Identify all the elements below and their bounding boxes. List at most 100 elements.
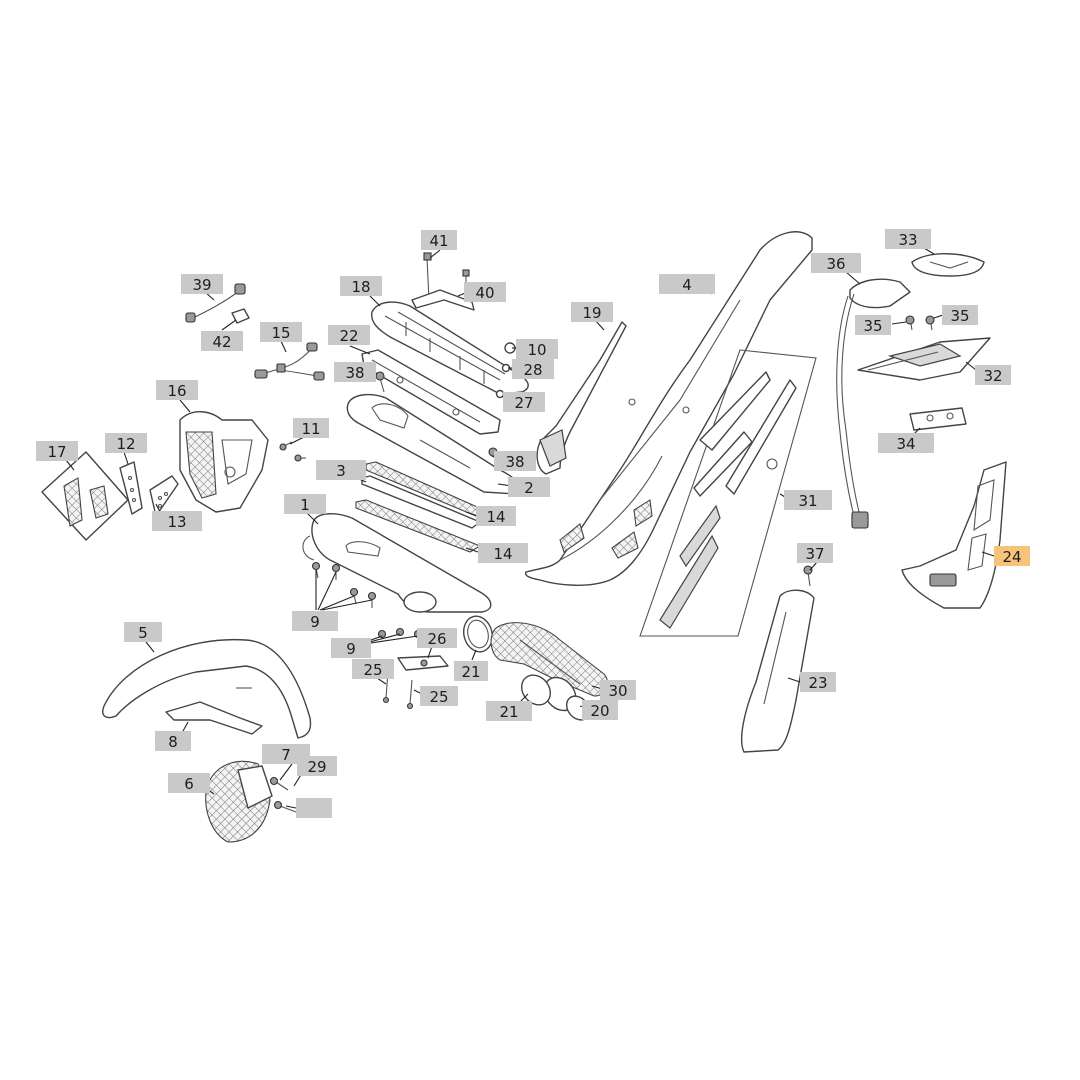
tag-label: 4 xyxy=(682,276,692,294)
part-24-rear-guard xyxy=(901,461,1007,609)
tag-background xyxy=(156,380,198,400)
tag-background xyxy=(476,506,516,526)
tag-label: 38 xyxy=(345,364,364,382)
tag-label: 5 xyxy=(138,624,148,642)
tag-label: 11 xyxy=(301,420,320,438)
tag-label: 34 xyxy=(896,435,915,453)
part-number-tag: 17 xyxy=(36,441,78,461)
tag-background xyxy=(797,543,833,563)
tag-label: 14 xyxy=(493,545,512,563)
tag-label: 21 xyxy=(461,663,480,681)
tag-label: 2 xyxy=(524,479,534,497)
tag-background xyxy=(975,365,1011,385)
tag-label: 17 xyxy=(47,443,66,461)
part-16-headlight-mask xyxy=(179,411,269,513)
part-number-tag: 30 xyxy=(600,680,636,700)
tag-background xyxy=(942,305,978,325)
tag-label: 10 xyxy=(527,341,546,359)
tag-label: 40 xyxy=(475,284,494,302)
part-21-clamp-lower xyxy=(520,674,552,706)
part-number-tag: 31 xyxy=(784,490,832,510)
part-number-tag: 24 xyxy=(994,546,1030,566)
tag-background xyxy=(811,253,861,273)
part-12-side-plate xyxy=(119,461,143,515)
tag-label: 39 xyxy=(192,276,211,294)
part-number-tag: 22 xyxy=(328,325,370,345)
tag-background xyxy=(478,543,528,563)
tag-label: 41 xyxy=(429,232,448,250)
tag-label: 1 xyxy=(300,496,310,514)
tag-label: 42 xyxy=(212,333,231,351)
tag-label: 8 xyxy=(168,733,178,751)
part-21-clamp-upper xyxy=(462,615,494,653)
tag-label: 6 xyxy=(184,775,194,793)
part-number-tag: 9 xyxy=(331,638,371,658)
part-14-filter-mesh xyxy=(355,499,482,553)
tag-label: 35 xyxy=(863,317,882,335)
tag-background xyxy=(464,282,506,302)
tag-background xyxy=(516,339,558,359)
tag-background xyxy=(420,686,458,706)
tag-label: 38 xyxy=(505,453,524,471)
tag-background xyxy=(334,362,376,382)
tag-background xyxy=(168,773,210,793)
part-18-tray xyxy=(371,301,529,395)
part-number-tag: 3 xyxy=(316,460,366,480)
part-number-tag: 8 xyxy=(155,731,191,751)
tag-label: 13 xyxy=(167,513,186,531)
part-number-tag: 27 xyxy=(503,392,545,412)
part-number-tag: 14 xyxy=(478,543,528,563)
part-17-sticker-set xyxy=(41,451,129,541)
part-26-gasket xyxy=(397,655,449,671)
tag-background xyxy=(316,460,366,480)
tag-background xyxy=(508,477,550,497)
tag-background xyxy=(352,659,394,679)
part-33-cap xyxy=(911,253,985,277)
part-34-bracket xyxy=(909,407,967,431)
part-number-tag: 6 xyxy=(168,773,210,793)
tag-background xyxy=(181,274,223,294)
part-number-tag: 10 xyxy=(516,339,558,359)
part-6-disc-guard xyxy=(205,760,273,843)
tag-background xyxy=(600,680,636,700)
tag-background xyxy=(293,418,329,438)
tag-background xyxy=(284,494,326,514)
part-42-clip xyxy=(231,308,250,324)
tag-background xyxy=(340,276,382,296)
part-number-tag: 21 xyxy=(486,701,532,721)
tag-label: 9 xyxy=(310,613,320,631)
tag-background xyxy=(124,622,162,642)
part-5-front-fender xyxy=(102,638,312,739)
tag-label: 23 xyxy=(808,674,827,692)
tag-background xyxy=(582,700,618,720)
tag-label: 15 xyxy=(271,324,290,342)
part-4-side-panel xyxy=(524,231,813,586)
part-number-tag xyxy=(296,798,332,818)
tag-background xyxy=(784,490,832,510)
tag-background xyxy=(297,756,337,776)
part-8-fender-bracket xyxy=(165,701,263,735)
part-number-tag: 18 xyxy=(340,276,382,296)
tag-label: 20 xyxy=(590,702,609,720)
tag-label: 22 xyxy=(339,327,358,345)
part-number-tag: 29 xyxy=(297,756,337,776)
tag-label: 29 xyxy=(307,758,326,776)
part-number-tag: 42 xyxy=(201,331,243,351)
tag-background xyxy=(571,302,613,322)
part-25-studs xyxy=(382,671,414,710)
part-13-side-plate xyxy=(149,475,179,517)
part-number-tag: 35 xyxy=(942,305,978,325)
tag-background xyxy=(885,229,931,249)
part-number-tag: 15 xyxy=(260,322,302,342)
part-number-tag: 25 xyxy=(420,686,458,706)
part-number-tag: 19 xyxy=(571,302,613,322)
tag-label: 27 xyxy=(514,394,533,412)
tag-label: 25 xyxy=(429,688,448,706)
tag-label: 35 xyxy=(950,307,969,325)
tag-background xyxy=(878,433,934,453)
tag-label: 36 xyxy=(826,255,845,273)
tag-label: 32 xyxy=(983,367,1002,385)
part-number-tag: 16 xyxy=(156,380,198,400)
tag-background xyxy=(994,546,1030,566)
